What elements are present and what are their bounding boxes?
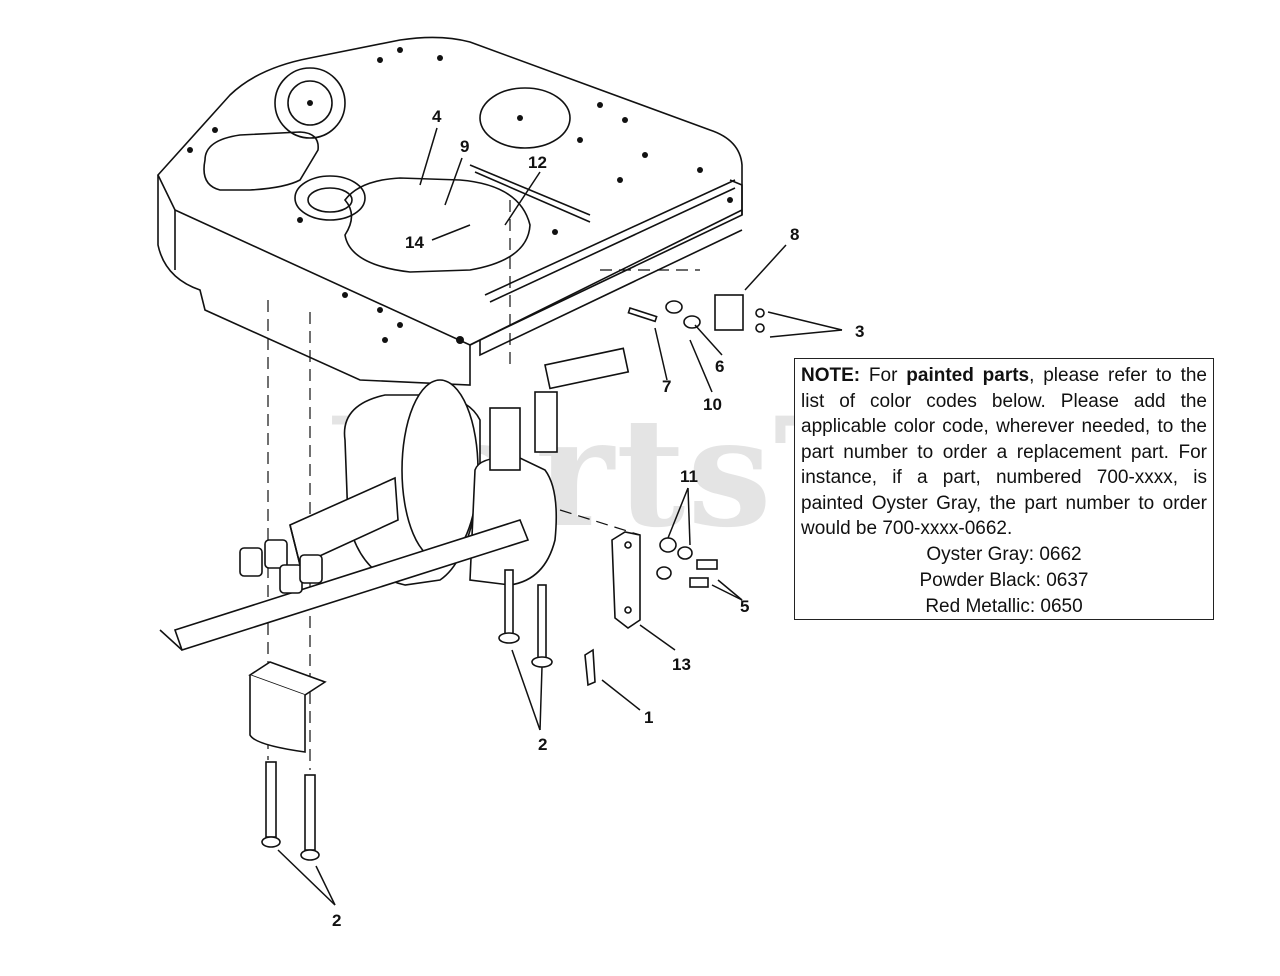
callout-6: 6 [715,357,724,376]
lever-arm [611,294,765,629]
color-code-red-metallic: Red Metallic: 0650 [925,595,1083,617]
callout-3: 3 [855,322,864,341]
callout-1: 1 [644,708,653,727]
frame-plate [157,36,743,386]
note-part1: For [860,365,907,386]
callout-8: 8 [790,225,799,244]
callout-4: 4 [432,107,442,126]
note-emphasis: painted parts [906,365,1030,386]
callout-2-middle: 2 [538,735,547,754]
leader-lines [277,127,843,906]
callout-5: 5 [740,597,749,616]
color-code-note: NOTE: For painted parts, please refer to… [794,358,1214,620]
callouts: 4 9 12 14 8 3 6 7 10 11 5 13 1 2 2 [332,107,864,930]
callout-7: 7 [662,377,671,396]
callout-2-bottom: 2 [332,911,341,930]
note-text: NOTE: For painted parts, please refer to… [801,363,1207,542]
callout-13: 13 [672,655,691,674]
callout-12: 12 [528,153,547,172]
callout-11: 11 [680,467,698,486]
callout-14: 14 [405,233,424,252]
color-code-powder-black: Powder Black: 0637 [919,569,1089,591]
mount-bracket [248,569,596,861]
callout-10: 10 [703,395,722,414]
callout-9: 9 [460,137,469,156]
note-part2: , please refer to the list of color code… [801,365,1207,539]
note-lead: NOTE: [801,365,861,386]
transaxle [159,347,630,651]
color-code-oyster-gray: Oyster Gray: 0662 [926,543,1082,565]
